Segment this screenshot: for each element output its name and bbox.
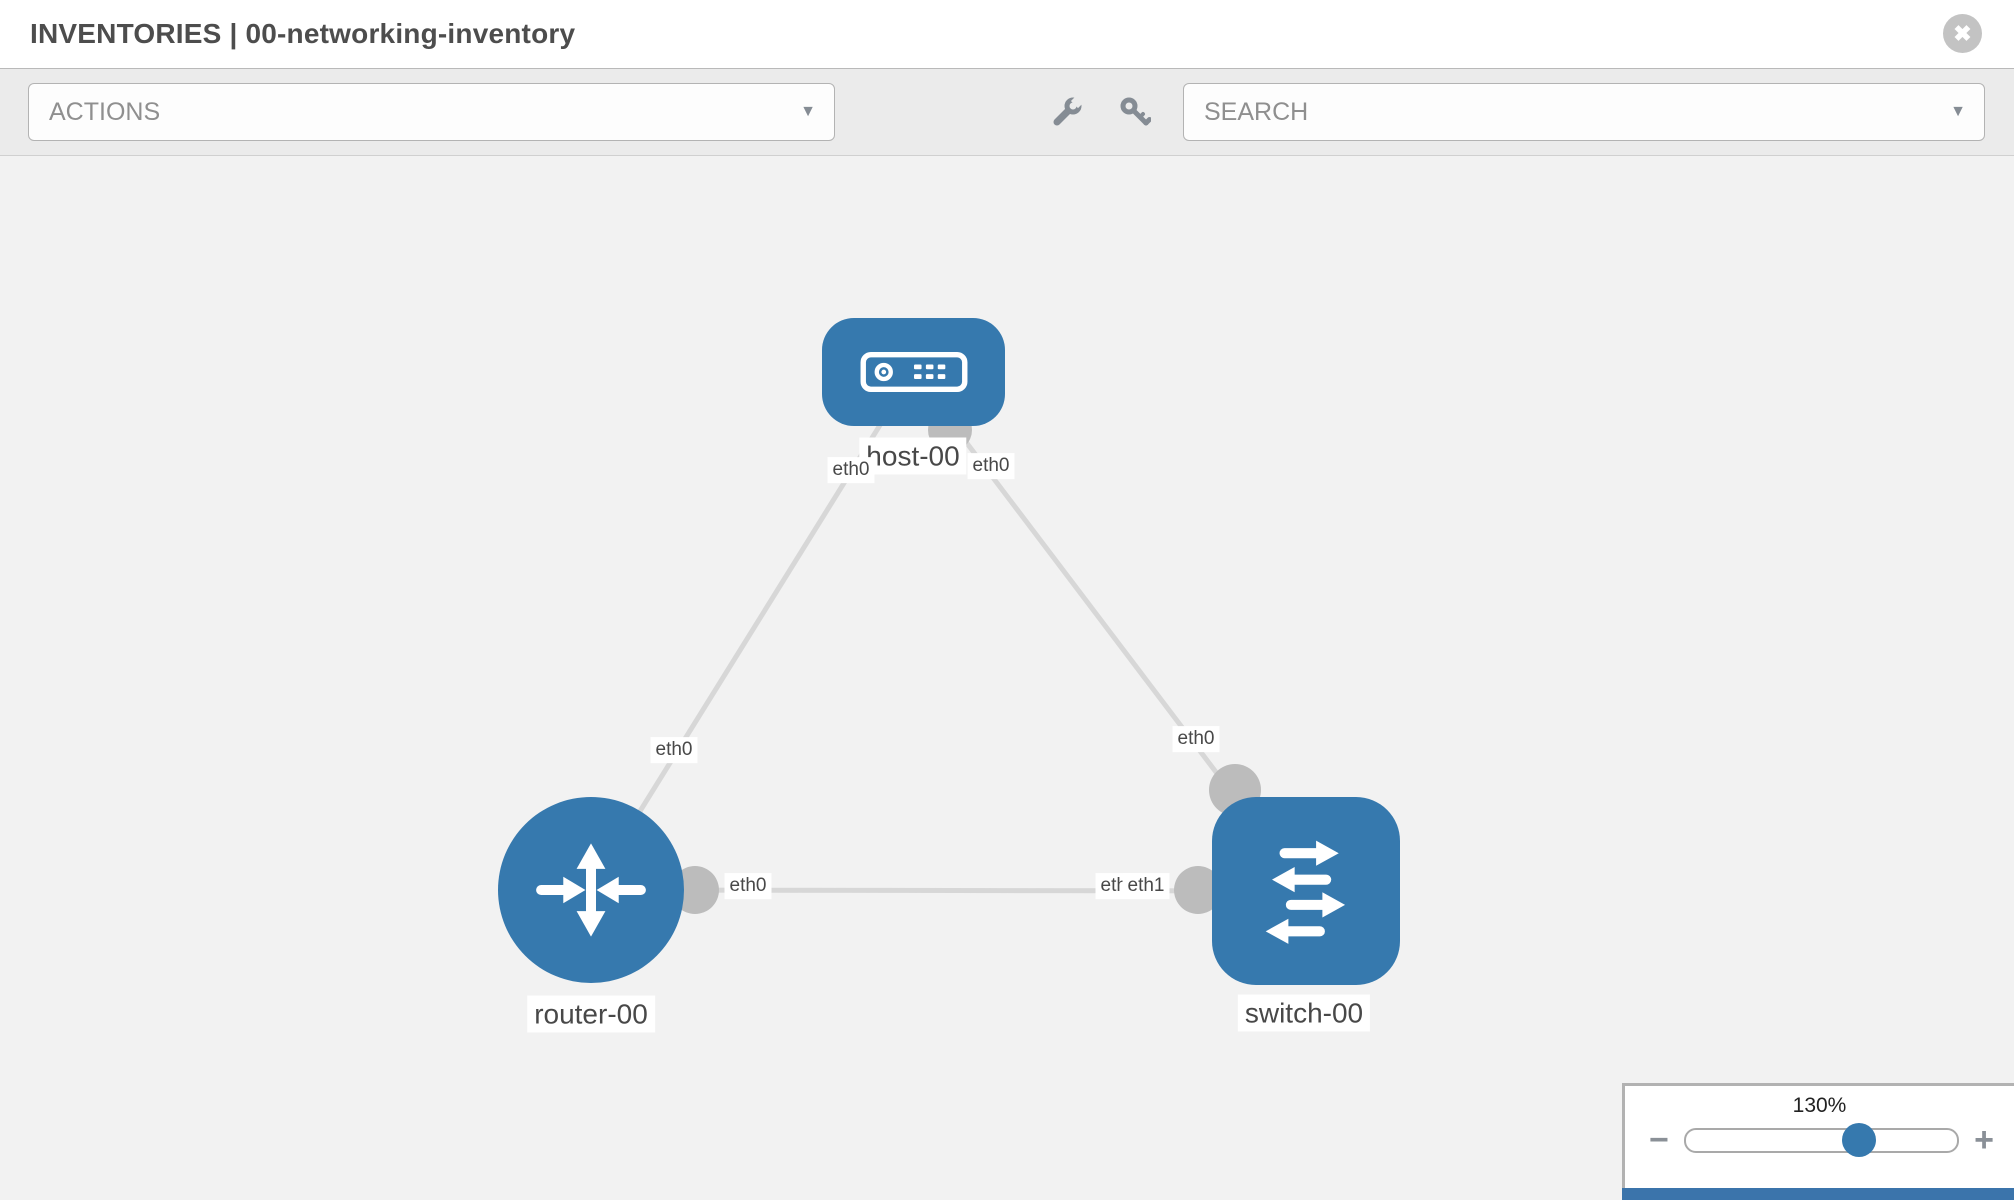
key-icon bbox=[1120, 97, 1151, 126]
interface-label-router-to-host: eth0 bbox=[650, 737, 698, 763]
zoom-in-button[interactable]: + bbox=[1974, 1123, 1994, 1157]
interface-label-host-to-switch: eth0 bbox=[967, 453, 1015, 479]
topology-canvas: host-00 router-00 switch-00 eth0 eth0 et… bbox=[0, 156, 2014, 1200]
plus-icon: + bbox=[1974, 1121, 1994, 1159]
page-title: INVENTORIES | 00-networking-inventory bbox=[30, 18, 576, 49]
toolbar: ACTIONS ▼ SEARCH ▼ bbox=[0, 68, 2014, 156]
zoom-slider-knob[interactable] bbox=[1842, 1123, 1877, 1157]
close-button[interactable]: ✖ bbox=[1943, 14, 1982, 53]
interface-label-router-to-switch: eth0 bbox=[724, 873, 772, 899]
links-layer bbox=[588, 370, 1308, 914]
node-host[interactable] bbox=[822, 318, 1005, 426]
node-label-router: router-00 bbox=[527, 995, 655, 1033]
chevron-down-icon: ▼ bbox=[1950, 103, 1966, 120]
wrench-icon bbox=[1053, 96, 1083, 126]
minus-icon: − bbox=[1649, 1121, 1669, 1159]
endpoint-dot-switch-left bbox=[1174, 866, 1222, 914]
node-router[interactable] bbox=[498, 797, 684, 983]
switch-icon bbox=[1265, 840, 1346, 944]
search-dropdown[interactable]: SEARCH ▼ bbox=[1183, 83, 1985, 141]
node-label-host: host-00 bbox=[859, 437, 967, 475]
interface-label-switch-to-host: eth0 bbox=[1172, 726, 1220, 752]
interface-label-host-to-router: eth0 bbox=[827, 457, 875, 483]
node-switch[interactable] bbox=[1212, 797, 1400, 985]
key-button-cropped[interactable] bbox=[1622, 1188, 2014, 1200]
zoom-slider-track[interactable] bbox=[1683, 1123, 1960, 1157]
actions-dropdown-label: ACTIONS bbox=[49, 97, 161, 126]
zoom-panel: 130% − + bbox=[1622, 1083, 2014, 1200]
router-icon bbox=[536, 843, 646, 937]
header: INVENTORIES | 00-networking-inventory ✖ bbox=[0, 0, 2014, 68]
close-icon: ✖ bbox=[1953, 20, 1972, 46]
host-icon bbox=[860, 352, 967, 392]
zoom-level: 130% bbox=[1792, 1094, 1847, 1117]
credentials-button[interactable] bbox=[1112, 89, 1158, 135]
node-label-switch: switch-00 bbox=[1237, 994, 1371, 1032]
actions-dropdown[interactable]: ACTIONS ▼ bbox=[28, 83, 835, 141]
configure-tools-button[interactable] bbox=[1044, 89, 1090, 135]
search-dropdown-label: SEARCH bbox=[1204, 97, 1309, 126]
chevron-down-icon: ▼ bbox=[800, 103, 816, 120]
zoom-out-button[interactable]: − bbox=[1649, 1123, 1669, 1157]
interface-label-switch-to-router: eth1 bbox=[1122, 873, 1170, 899]
